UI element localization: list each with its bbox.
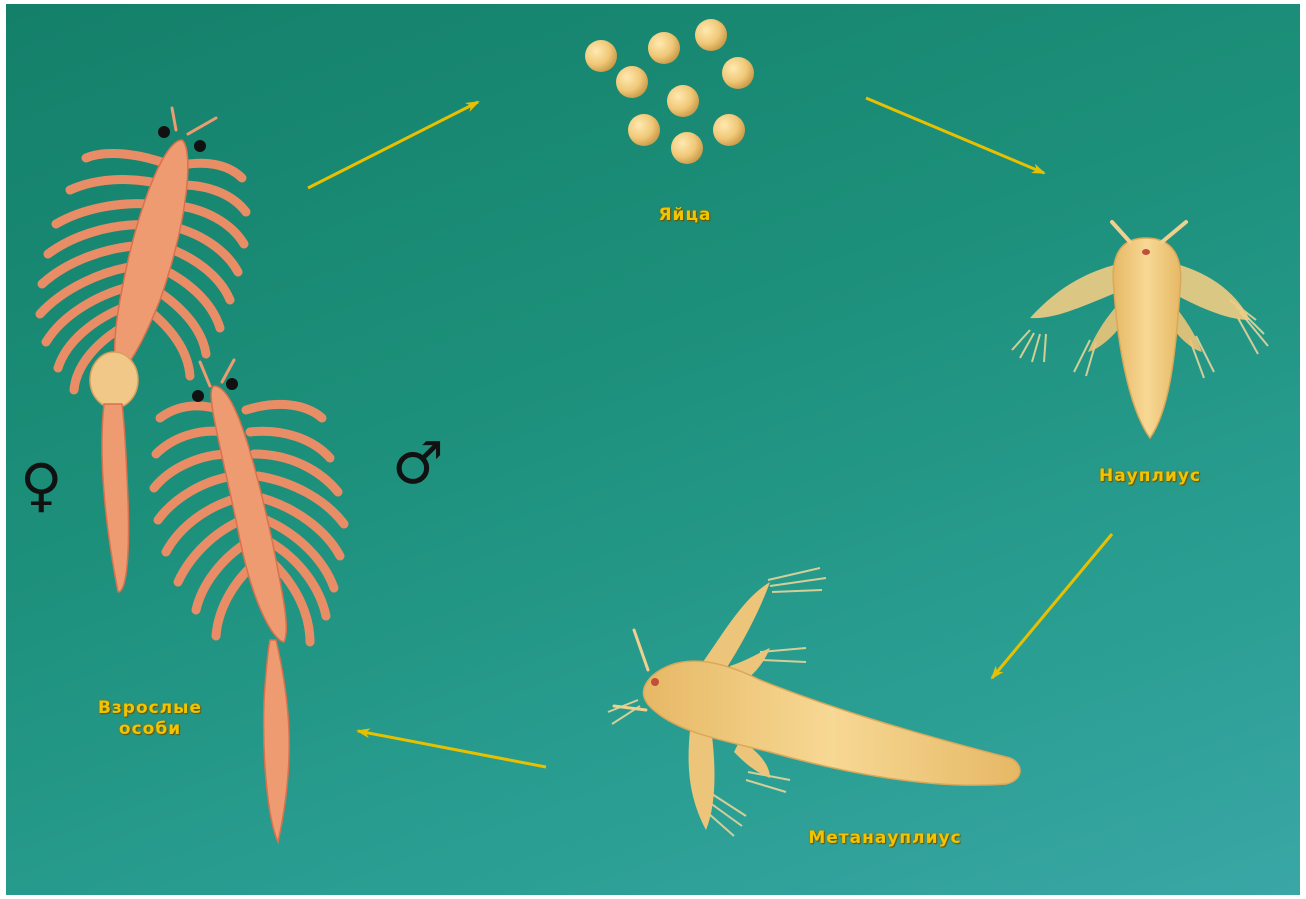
metanauplius-illustration (608, 568, 1020, 836)
arrow-adults-to-eggs (308, 102, 478, 188)
arrow-eggs-to-nauplius (866, 98, 1044, 173)
adult-male-illustration (154, 360, 344, 842)
female-symbol-icon: ♀ (20, 456, 62, 514)
nauplius-label: Науплиус (1060, 466, 1240, 487)
adults-label-line2: особи (60, 719, 240, 740)
nauplius-illustration (1012, 222, 1268, 438)
arrow-nauplius-to-metanauplius (992, 534, 1112, 678)
arrow-metanauplius-to-adults (358, 731, 546, 767)
adults-label: Взрослые особи (60, 698, 240, 741)
adult-female-illustration (40, 108, 246, 592)
eggs-label: Яйца (630, 205, 740, 226)
adults-label-line1: Взрослые (60, 698, 240, 719)
metanauplius-label: Метанауплиус (770, 828, 1000, 849)
eggs-illustration (585, 19, 754, 164)
male-symbol-icon: ♂ (392, 434, 444, 492)
